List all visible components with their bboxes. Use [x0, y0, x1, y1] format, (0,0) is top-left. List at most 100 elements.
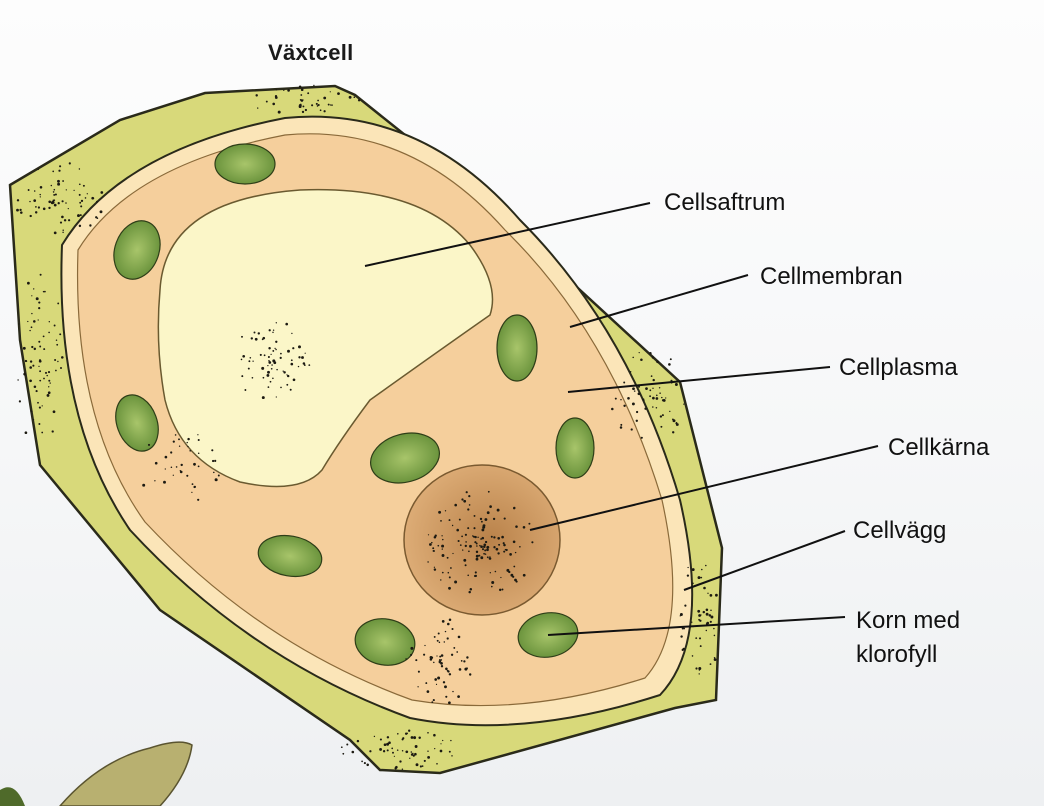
stipple-dot — [478, 554, 481, 557]
stipple-dot — [286, 374, 288, 376]
stipple-dot — [644, 407, 647, 410]
stipple-dot — [481, 528, 485, 532]
stipple-dot — [65, 202, 67, 204]
stipple-dot — [454, 580, 458, 584]
stipple-dot — [461, 535, 463, 538]
stipple-dot — [313, 84, 315, 87]
stipple-dot — [267, 355, 270, 359]
leader-line-vacuole — [364, 202, 651, 267]
stipple-dot — [193, 462, 196, 466]
stipple-dot — [267, 364, 269, 367]
stipple-dot — [37, 206, 40, 209]
stipple-dot — [213, 471, 215, 474]
stipple-dot — [46, 393, 50, 397]
stipple-dot — [713, 658, 717, 661]
stipple-dot — [301, 110, 305, 114]
stipple-dot — [33, 288, 35, 290]
stipple-dot — [508, 570, 511, 574]
stipple-dot — [468, 504, 471, 506]
stipple-dot — [705, 612, 709, 616]
stipple-dot — [697, 609, 701, 613]
stipple-dot — [78, 183, 81, 186]
stipple-dot — [298, 105, 302, 109]
stipple-dot — [80, 199, 84, 203]
stipple-dot — [287, 89, 290, 92]
stipple-dot — [515, 580, 518, 583]
stipple-dot — [323, 96, 327, 100]
stipple-dot — [292, 347, 295, 350]
stipple-dot — [691, 655, 694, 657]
stipple-dot — [434, 747, 436, 750]
stipple-dot — [57, 179, 60, 183]
stipple-dot — [164, 455, 168, 459]
stipple-dot — [191, 483, 194, 486]
label-cytoplasm: Cellplasma — [839, 354, 958, 381]
stipple-dot — [493, 536, 496, 539]
stipple-dot — [495, 547, 499, 551]
stipple-dot — [178, 438, 180, 441]
stipple-dot — [483, 552, 485, 555]
stipple-dot — [509, 553, 512, 556]
stipple-dot — [77, 214, 80, 218]
label-chloroplast: Korn med klorofyll — [856, 604, 1036, 672]
stipple-dot — [439, 749, 443, 753]
stipple-dot — [20, 211, 23, 214]
stipple-dot — [498, 588, 502, 592]
stipple-dot — [427, 561, 429, 563]
stipple-dot — [49, 382, 51, 384]
stipple-dot — [661, 396, 663, 399]
stipple-dot — [268, 347, 271, 350]
stipple-dot — [55, 339, 58, 341]
stipple-dot — [429, 658, 433, 661]
stipple-dot — [33, 190, 36, 192]
stipple-dot — [317, 99, 319, 102]
stipple-dot — [436, 639, 439, 642]
stipple-dot — [522, 573, 526, 577]
stipple-dot — [33, 320, 36, 323]
stipple-dot — [708, 614, 712, 617]
stipple-dot — [467, 527, 470, 530]
stipple-dot — [486, 556, 489, 559]
stipple-dot — [417, 686, 419, 688]
stipple-dot — [502, 542, 505, 545]
stipple-dot — [448, 673, 452, 676]
stipple-dot — [252, 360, 254, 362]
stipple-dot — [35, 390, 38, 393]
stipple-dot — [490, 535, 493, 538]
chloroplast — [354, 618, 416, 666]
stipple-dot — [436, 762, 438, 765]
stipple-dot — [79, 214, 82, 217]
stipple-dot — [405, 750, 409, 754]
stipple-dot — [649, 395, 652, 398]
stipple-dot — [217, 474, 220, 477]
stipple-dot — [304, 108, 308, 112]
stipple-dot — [497, 552, 500, 555]
stipple-dot — [672, 419, 676, 423]
stipple-dot — [401, 749, 404, 752]
stipple-dot — [60, 367, 62, 369]
stipple-dot — [272, 102, 276, 106]
stipple-dot — [191, 491, 193, 494]
stipple-dot — [255, 94, 258, 97]
stipple-dot — [363, 762, 366, 765]
stipple-dot — [17, 379, 19, 381]
stipple-dot — [450, 739, 452, 742]
stipple-dot — [292, 378, 296, 382]
stipple-dot — [187, 445, 189, 448]
stipple-dot — [709, 663, 712, 666]
stipple-dot — [446, 556, 449, 559]
stipple-dot — [59, 333, 62, 336]
stipple-dot — [652, 406, 654, 408]
stipple-dot — [170, 466, 173, 469]
stipple-dot — [691, 621, 693, 623]
stipple-dot — [174, 434, 177, 436]
stipple-dot — [286, 383, 289, 386]
stipple-dot — [658, 387, 661, 389]
stipple-dot — [37, 401, 39, 404]
stipple-dot — [55, 369, 57, 372]
stipple-dot — [331, 104, 333, 106]
stipple-dot — [418, 736, 421, 739]
stipple-dot — [29, 366, 32, 369]
stipple-dot — [282, 370, 284, 372]
stipple-dot — [52, 199, 55, 202]
